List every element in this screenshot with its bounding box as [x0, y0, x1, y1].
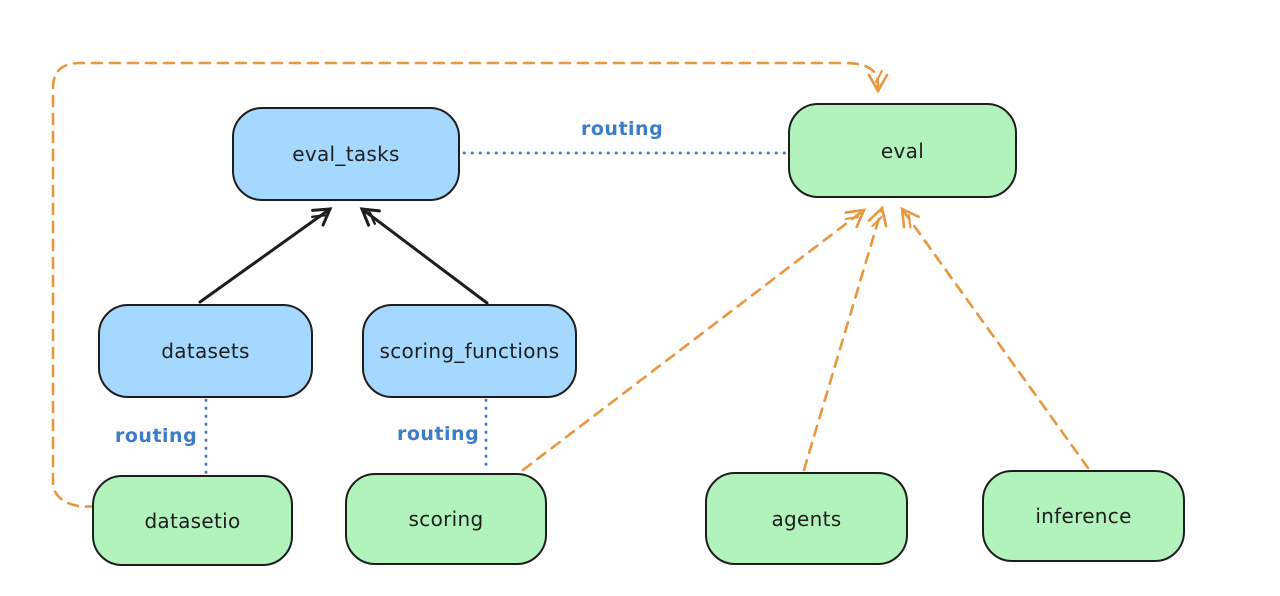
edge-datasets-to-eval-tasks	[198, 207, 333, 304]
node-agents-label: agents	[771, 506, 842, 531]
node-inference-label: inference	[1035, 504, 1132, 528]
edge-datasetio-to-eval-loop	[51, 61, 889, 508]
node-inference: inference	[982, 470, 1185, 562]
node-eval-label: eval	[880, 138, 925, 163]
node-scoring-functions: scoring_functions	[362, 304, 577, 398]
edge-agents-to-eval	[802, 205, 888, 472]
node-eval: eval	[788, 103, 1017, 198]
edge-inference-to-eval	[900, 206, 1090, 470]
node-datasets-label: datasets	[161, 339, 250, 363]
node-eval-tasks: eval_tasks	[232, 107, 460, 201]
node-scoring-functions-label: scoring_functions	[379, 339, 560, 363]
edge-scoring-functions-to-eval-tasks	[359, 207, 489, 305]
node-datasetio: datasetio	[92, 475, 293, 566]
node-datasetio-label: datasetio	[144, 508, 241, 533]
edge-label-routing-scoring-functions-scoring: routing	[397, 423, 480, 445]
edge-label-routing-datasets-datasetio: routing	[115, 425, 198, 447]
edge-label-routing-eval-tasks-eval: routing	[581, 118, 664, 140]
node-datasets: datasets	[98, 304, 313, 398]
node-eval-tasks-label: eval_tasks	[292, 142, 400, 166]
node-scoring: scoring	[345, 473, 547, 565]
node-scoring-label: scoring	[408, 507, 484, 531]
edge-scoring-to-eval	[521, 208, 867, 472]
node-agents: agents	[705, 472, 908, 565]
